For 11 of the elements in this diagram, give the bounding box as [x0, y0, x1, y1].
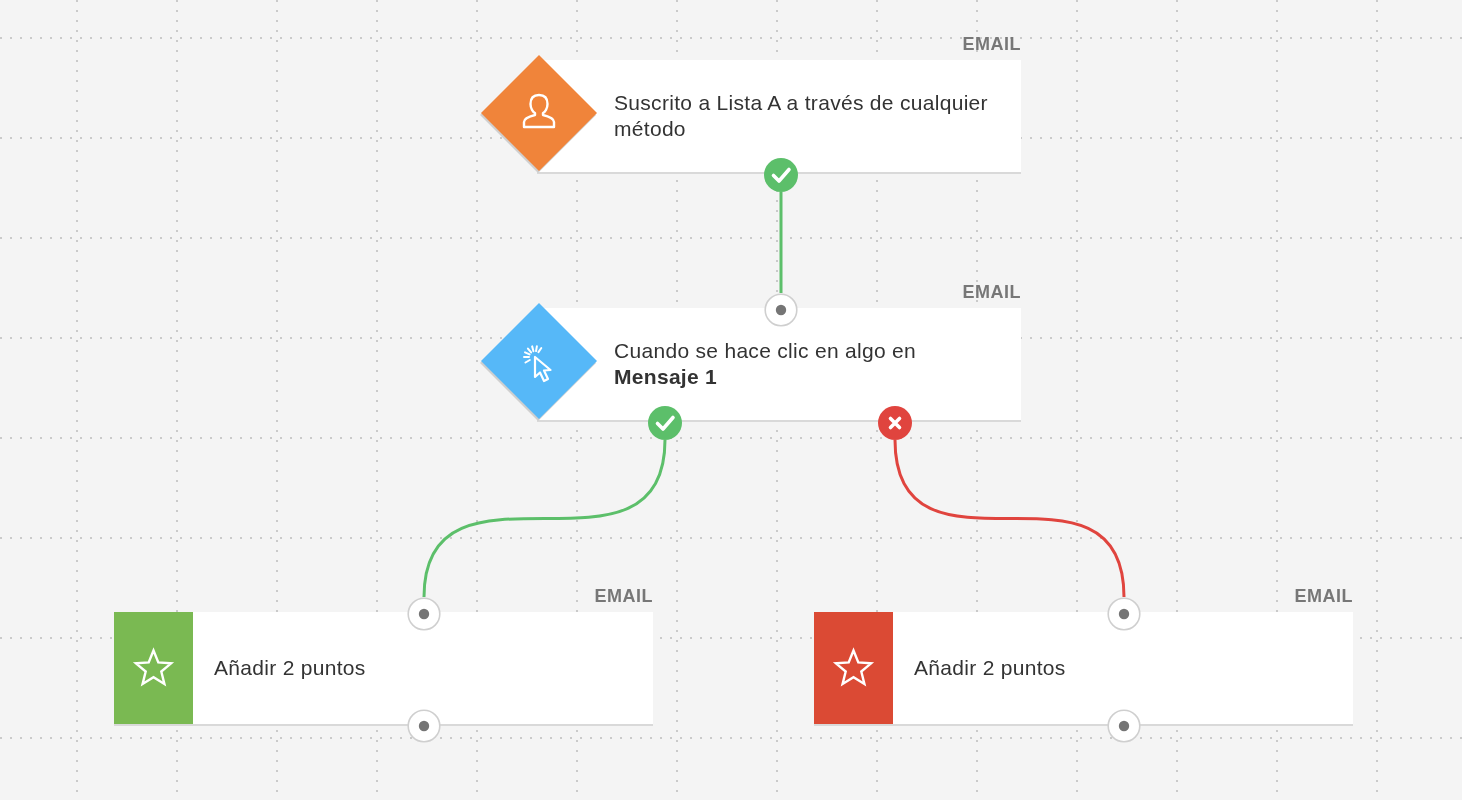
step-title: Añadir 2 puntos — [914, 655, 1066, 681]
step-title: Suscrito a Lista A a través de cualquier método — [614, 90, 989, 142]
channel-label: EMAIL — [1294, 586, 1353, 606]
connector-curve — [893, 439, 1126, 598]
connector-curve — [422, 439, 667, 598]
channel-label: EMAIL — [962, 282, 1021, 302]
connector-line — [779, 192, 783, 293]
step-title: Cuando se hace clic en algo en Mensaje 1 — [614, 338, 918, 390]
channel-label: EMAIL — [594, 586, 653, 606]
channel-label: EMAIL — [962, 34, 1021, 54]
step-title: Añadir 2 puntos — [214, 655, 366, 681]
